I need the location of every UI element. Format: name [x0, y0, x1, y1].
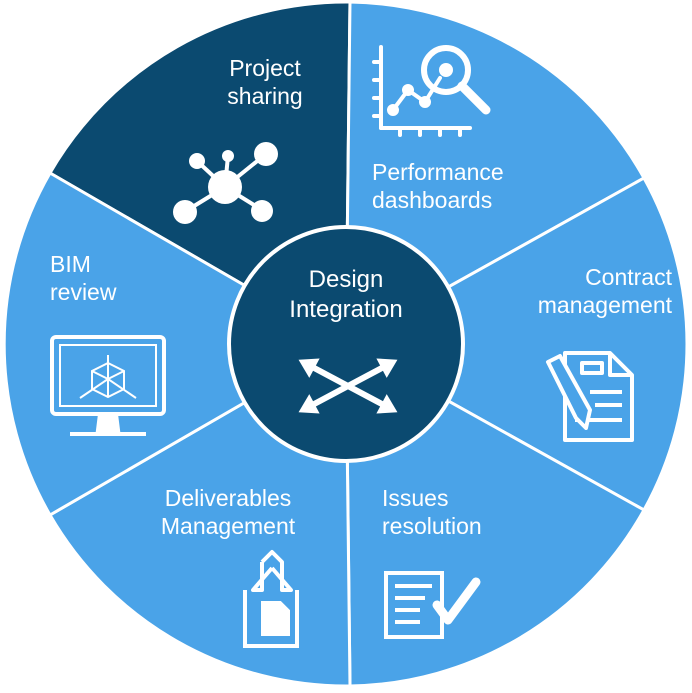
chart-magnifier-icon: [372, 45, 491, 137]
label-performance-dashboards-line2: dashboards: [372, 187, 493, 213]
label-issues-resolution-line2: resolution: [382, 513, 482, 539]
label-performance-dashboards-line1: Performance: [372, 159, 504, 185]
network-nodes-icon: [173, 142, 278, 224]
label-bim-review-line2: review: [50, 279, 117, 305]
four-arrows-icon: [298, 358, 398, 414]
label-issues-resolution-line1: Issues: [382, 485, 449, 511]
segment-bim-review: [2, 170, 349, 518]
center-title: Design Integration: [256, 265, 436, 325]
segment-contract-management: [342, 175, 689, 513]
label-project-sharing-line1: Project: [229, 55, 301, 81]
label-project-sharing-line2: sharing: [227, 83, 303, 109]
label-deliverables-management-line1: Deliverables: [164, 485, 292, 511]
label-contract-management-line2: management: [537, 292, 672, 318]
label-deliverables-management: Deliverables Management: [128, 484, 328, 540]
document-pen-icon: [546, 351, 634, 442]
label-contract-management: Contract management: [522, 263, 672, 319]
label-performance-dashboards: Performance dashboards: [372, 158, 572, 214]
center-title-line1: Design: [308, 266, 384, 293]
center-title-line2: Integration: [289, 296, 403, 323]
label-bim-review-line1: BIM: [50, 251, 91, 277]
label-contract-management-line1: Contract: [585, 264, 672, 290]
center-hub: [227, 225, 465, 463]
upload-document-icon: [243, 550, 299, 648]
monitor-3d-icon: [50, 335, 166, 436]
checklist-icon: [384, 571, 481, 639]
label-issues-resolution: Issues resolution: [382, 484, 542, 540]
label-project-sharing: Project sharing: [205, 54, 325, 110]
label-bim-review: BIM review: [50, 250, 150, 306]
label-deliverables-management-line2: Management: [160, 513, 296, 539]
